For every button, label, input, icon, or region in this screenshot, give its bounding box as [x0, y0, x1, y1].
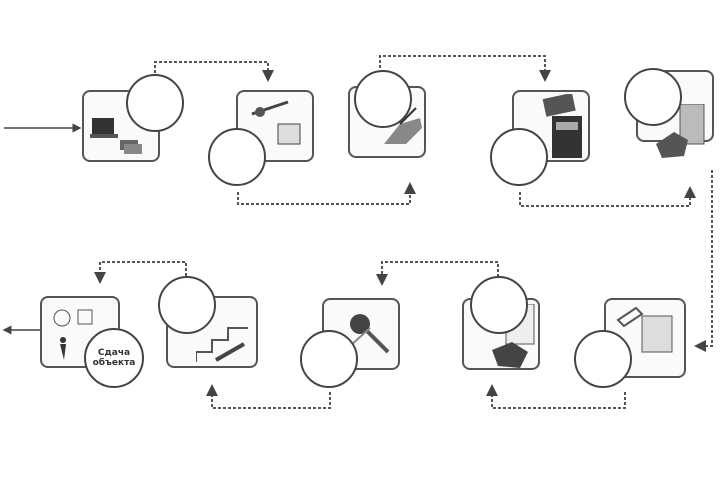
- connector-5-6: [694, 170, 713, 352]
- step-bubble-9: [158, 276, 216, 334]
- connector-3-4: [379, 55, 551, 82]
- step-bubble-4: [490, 128, 548, 186]
- faces-icon: [48, 304, 98, 368]
- step-bubble-3: [354, 70, 412, 128]
- connector-8-9: [206, 384, 331, 409]
- connector-9-10: [94, 261, 187, 284]
- connector-7-8: [376, 261, 499, 286]
- step-bubble-1: [126, 74, 184, 132]
- step-bubble-2: [208, 128, 266, 186]
- calculator-books-icon: [540, 92, 590, 168]
- hand-pen-icon: [380, 104, 430, 158]
- step-bubble-8: [300, 330, 358, 388]
- step-bubble-10: Сдача объекта: [84, 328, 144, 388]
- connector-1-2: [154, 61, 274, 82]
- monitor-document-icon: [612, 300, 682, 364]
- step-bubble-7: [470, 276, 528, 334]
- hand-document-icon: [654, 103, 714, 168]
- step-bubble-5: [624, 68, 682, 126]
- connector-6-7: [486, 384, 626, 409]
- laptop-cards-icon: [90, 112, 150, 161]
- step-bubble-6: [574, 330, 632, 388]
- tools-icon: [248, 94, 308, 158]
- stairs-icon: [195, 316, 256, 370]
- step-box-2: [236, 90, 314, 162]
- connector-2-3: [237, 182, 416, 205]
- connector-4-5: [519, 186, 696, 207]
